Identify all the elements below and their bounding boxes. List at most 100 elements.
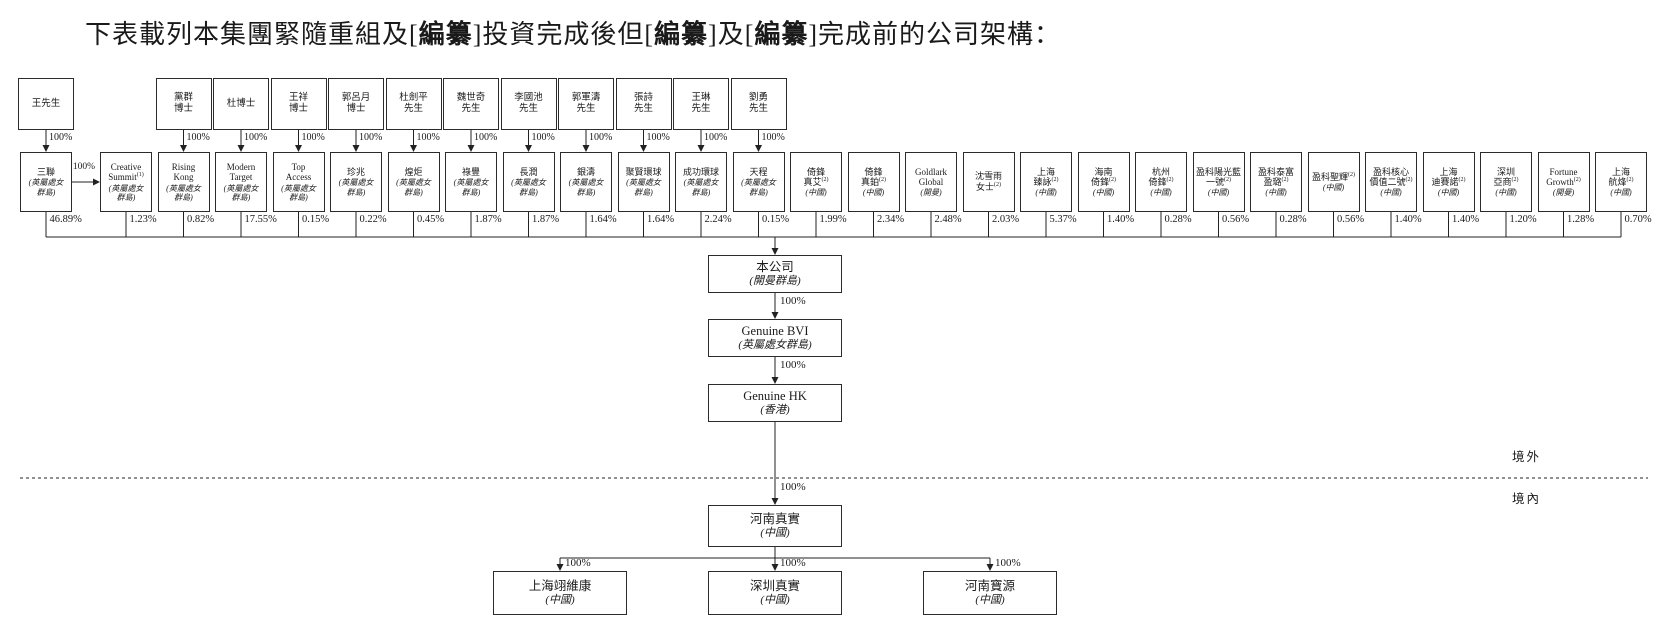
- shareholder-name: 天程: [749, 167, 767, 177]
- genuine-bvi-box-region: (英屬處女群島): [738, 339, 811, 352]
- shareholder-name: Creative Summit(1): [108, 162, 144, 183]
- shareholder-region: (英屬處女 群島): [454, 178, 489, 196]
- person-name: 黨群 博士: [173, 93, 193, 114]
- shareholder-name-text: 天程: [749, 167, 768, 178]
- shareholder-name: 沈雪雨 女士(2): [975, 171, 1002, 192]
- shareholder-footnote: (2): [821, 176, 829, 183]
- shareholder-region-text: (中國): [1610, 188, 1632, 198]
- shareholder-name: 上海 航烽(2): [1608, 167, 1633, 188]
- shareholder-region-text: (中國): [1035, 188, 1057, 198]
- shareholder-region-text: (英屬處女 群島): [223, 183, 259, 202]
- shareholder-percent-label: 2.34%: [877, 214, 904, 225]
- shareholder-name: 珍兆: [347, 167, 365, 177]
- shareholder-name-text: 銀濤: [576, 167, 595, 178]
- shareholder-box: 煌炬(英屬處女 群島): [387, 152, 440, 212]
- shareholder-region: (中國): [1150, 188, 1171, 197]
- ownership-percent-label: 100%: [647, 132, 670, 143]
- shareholder-name: 深圳 亞商(2): [1493, 167, 1518, 188]
- subsidiary-region-text: (中國): [975, 594, 1005, 607]
- shareholder-region: (英屬處女 群島): [626, 178, 661, 196]
- shareholder-percent-text: 0.70%: [1624, 214, 1652, 225]
- shareholder-percent-text: 1.40%: [1394, 214, 1422, 225]
- shareholder-name-text: 倚鋒 真艾: [803, 166, 825, 187]
- shareholder-name: 煌炬: [404, 167, 422, 177]
- subsidiary-region: (中國): [975, 594, 1004, 607]
- shareholder-percent-label: 0.28%: [1165, 214, 1192, 225]
- shareholder-region-text: (中國): [1495, 188, 1517, 198]
- subsidiary-region-text: (中國): [760, 594, 790, 607]
- shareholder-percent-label: 0.22%: [360, 214, 387, 225]
- shareholder-percent-label: 1.40%: [1395, 214, 1422, 225]
- shareholder-percent-label: 2.24%: [705, 214, 732, 225]
- shareholder-percent-label: 1.87%: [475, 214, 502, 225]
- shareholder-percent-label: 0.70%: [1625, 214, 1652, 225]
- chain-percent-text: 100%: [780, 359, 806, 371]
- shareholder-region-text: (開曼): [1552, 188, 1575, 198]
- shareholder-footnote: (2): [1109, 176, 1116, 183]
- shareholder-box: 成功環球(英屬處女 群島): [675, 152, 727, 212]
- shareholder-region-text: (英屬處女 群島): [568, 178, 604, 197]
- shareholder-box: Rising Kong(英屬處女 群島): [157, 152, 210, 212]
- shareholder-region: (中國): [805, 188, 826, 197]
- genuine-bvi-box-name: Genuine BVI: [741, 323, 809, 338]
- shareholder-region-text: (中國): [1322, 183, 1345, 193]
- chain-percent-label: 100%: [780, 481, 806, 493]
- shareholder-box: 盈科陽光藍 一號(2)(中國): [1192, 152, 1245, 212]
- person-name: 劉勇 先生: [748, 93, 768, 114]
- shareholder-percent-label: 1.99%: [820, 214, 847, 225]
- shareholder-name: 長潤: [519, 167, 537, 177]
- shareholder-box: 沈雪雨 女士(2): [962, 152, 1015, 212]
- ownership-percent-text: 100%: [704, 132, 728, 143]
- shareholder-box: 杭州 倚鋒(2)(中國): [1135, 152, 1187, 212]
- shareholder-box: 盈科核心 價值二號(2)(中國): [1365, 152, 1417, 212]
- shareholder-region: (英屬處女 群島): [396, 178, 431, 196]
- shareholder-percent-text: 1.40%: [1452, 214, 1480, 225]
- ownership-percent-label: 100%: [417, 132, 440, 143]
- shareholder-percent-label: 0.45%: [417, 214, 444, 225]
- subsidiary-name: 深圳真實: [749, 578, 800, 593]
- shareholder-percent-text: 1.87%: [532, 214, 560, 225]
- person-box: 王琳 先生: [673, 78, 729, 130]
- shareholder-region: (中國): [1323, 183, 1344, 192]
- ownership-percent-label: 100%: [589, 132, 612, 143]
- ownership-percent-text: 100%: [416, 132, 440, 143]
- shareholder-box: 祿豐(英屬處女 群島): [445, 152, 497, 212]
- ownership-percent-label: 100%: [302, 132, 325, 143]
- shareholder-percent-label: 46.89%: [50, 214, 82, 225]
- shareholder-name: Goldlark Global: [915, 167, 947, 188]
- shareholder-percent-label: 0.56%: [1337, 214, 1364, 225]
- shareholder-name: Rising Kong: [172, 162, 196, 183]
- shareholder-name: 盈科核心 價值二號(2): [1369, 167, 1412, 188]
- shareholder-name: 盈科泰富 盈璐(2): [1258, 167, 1294, 188]
- shareholder-name-text: Top Access: [285, 161, 312, 183]
- shareholder-name: 成功環球: [683, 167, 719, 177]
- ownership-percent-label: 100%: [532, 132, 555, 143]
- shareholder-percent-text: 1.28%: [1567, 214, 1595, 225]
- shareholder-footnote: (2): [1626, 176, 1634, 183]
- shareholder-region: (英屬處女 群島): [29, 178, 64, 196]
- shareholder-box: Top Access(英屬處女 群島): [272, 152, 325, 212]
- subsidiary-region: (中國): [760, 594, 789, 607]
- shareholder-name: 三聯: [37, 167, 55, 177]
- subsidiary-percent-label: 100%: [565, 557, 591, 569]
- shareholder-percent-label: 1.28%: [1567, 214, 1594, 225]
- subsidiary-box: 深圳真實(中國): [708, 571, 842, 615]
- shareholder-name: 海南 倚鋒(2): [1091, 167, 1116, 188]
- shareholder-name-text: 盈科聖輝: [1311, 171, 1348, 182]
- shareholder-percent-label: 1.20%: [1510, 214, 1537, 225]
- genuine-bvi-box-region-text: (英屬處女群島): [738, 339, 812, 352]
- title-segment: ]及[: [708, 20, 755, 49]
- company-box-name: 本公司: [756, 259, 794, 274]
- henan-genuine-box-region: (中國): [760, 527, 789, 540]
- person-box: 黨群 博士: [155, 78, 212, 130]
- shareholder-region-text: (中國): [1207, 188, 1230, 198]
- shareholder-percent-text: 0.22%: [359, 214, 387, 225]
- person-name: 王祥 博士: [288, 93, 308, 114]
- person-name: 魏世奇 先生: [456, 93, 486, 114]
- shareholder-percent-text: 0.45%: [417, 214, 445, 225]
- shareholder-region: (中國): [1265, 188, 1286, 197]
- shareholder-region: (英屬處女 群島): [109, 184, 144, 202]
- subsidiary-box: 上海翊維康(中國): [493, 571, 627, 615]
- shareholder-region-text: (中國): [1380, 188, 1402, 198]
- shareholder-box: 三聯(英屬處女 群島): [20, 152, 72, 212]
